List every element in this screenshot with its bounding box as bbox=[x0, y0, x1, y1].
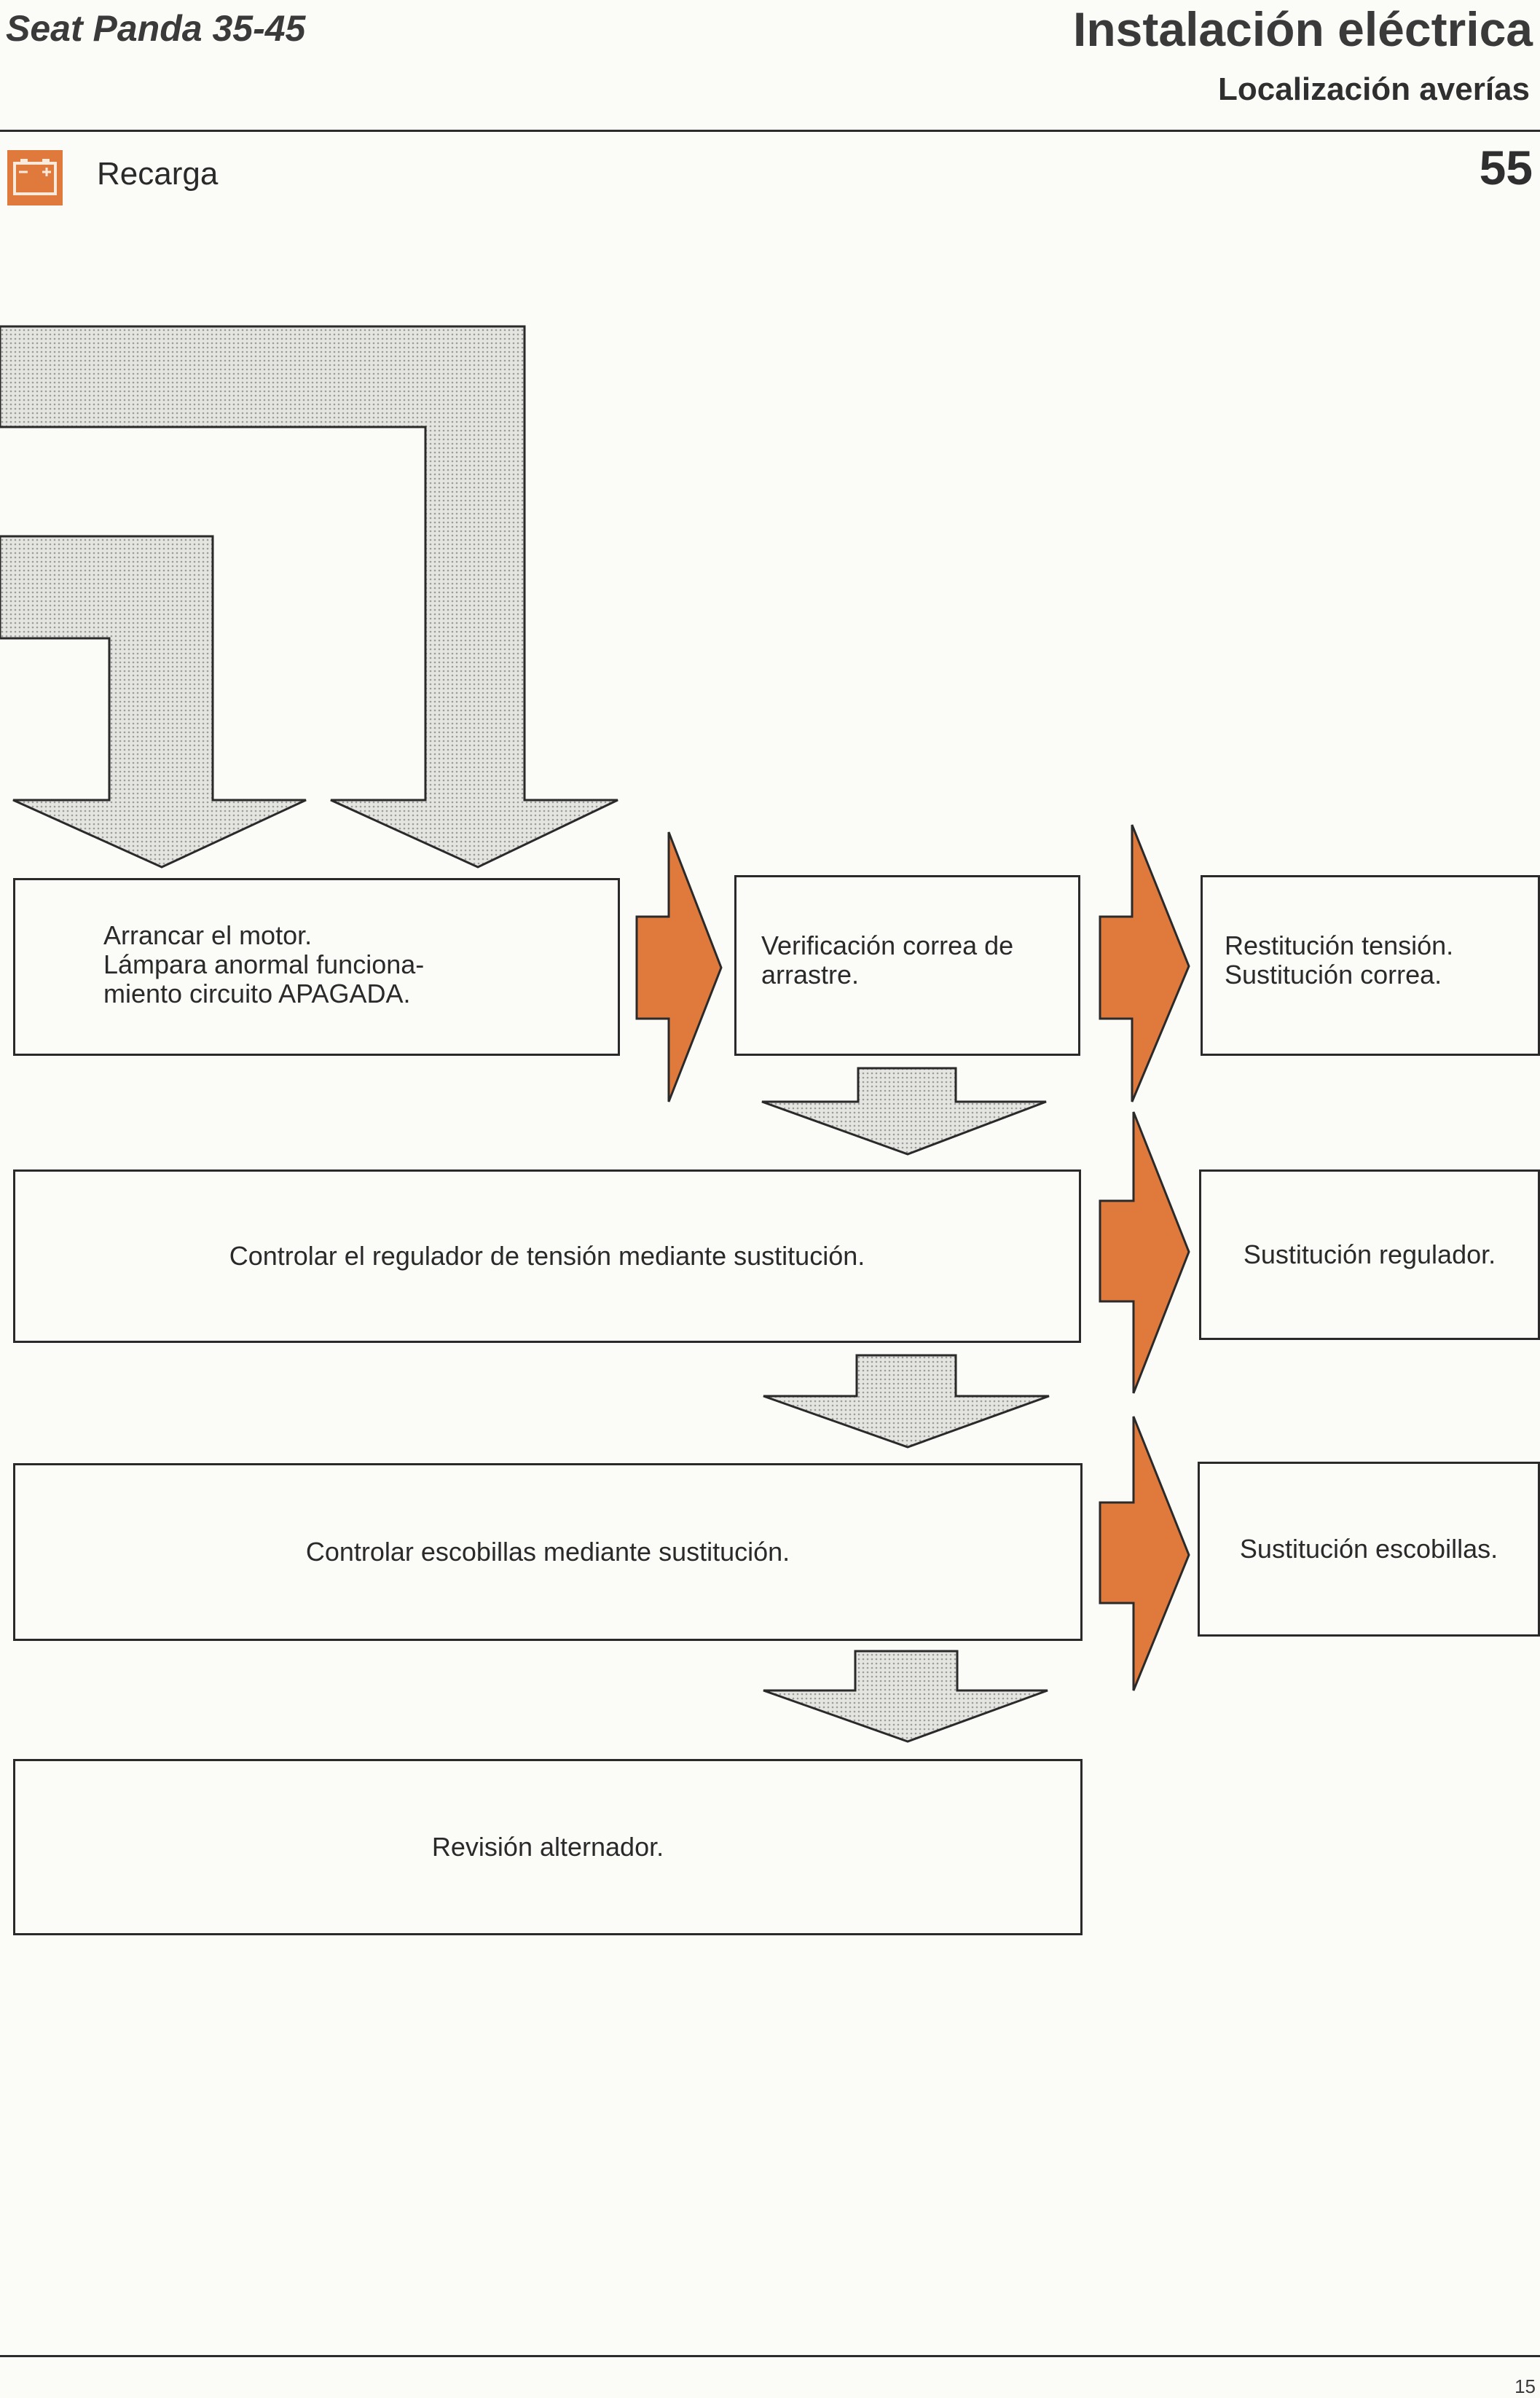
down-arrow-2 bbox=[763, 1354, 1050, 1449]
header-divider bbox=[0, 130, 1540, 132]
belt-check-box: Verificación correa de arrastre. bbox=[734, 875, 1080, 1056]
brushes-fix-text: Sustitución escobillas. bbox=[1239, 1534, 1498, 1564]
section-label: Recarga bbox=[97, 156, 219, 192]
regulator-fix-box: Sustitución regulador. bbox=[1199, 1169, 1540, 1340]
footer-divider bbox=[0, 2355, 1540, 2357]
belt-fix-box: Restitución tensión. Sustitución correa. bbox=[1201, 875, 1540, 1056]
down-arrow-3 bbox=[763, 1650, 1048, 1743]
brushes-check-text: Controlar escobillas mediante sustitució… bbox=[305, 1537, 790, 1567]
belt-fix-text: Restitución tensión. Sustitución correa. bbox=[1225, 930, 1454, 990]
brushes-fix-box: Sustitución escobillas. bbox=[1198, 1462, 1540, 1637]
document-model: Seat Panda 35-45 bbox=[6, 8, 306, 49]
document-subtitle: Localización averías bbox=[1218, 71, 1530, 107]
document-title: Instalación eléctrica bbox=[1073, 2, 1533, 56]
brushes-check-box: Controlar escobillas mediante sustitució… bbox=[13, 1463, 1083, 1641]
incoming-arrow-inner bbox=[0, 535, 307, 869]
arrow-brushes-to-fix bbox=[1099, 1416, 1190, 1691]
arrow-start-to-belt bbox=[635, 831, 723, 1102]
down-arrow-1 bbox=[761, 1067, 1047, 1156]
regulator-check-box: Controlar el regulador de tensión median… bbox=[13, 1169, 1081, 1343]
footer-page-number: 15 bbox=[1515, 2375, 1536, 2397]
alternator-text: Revisión alternador. bbox=[431, 1832, 664, 1862]
belt-check-text: Verificación correa de arrastre. bbox=[761, 930, 1014, 990]
arrow-belt-to-fix bbox=[1099, 824, 1190, 1102]
alternator-box: Revisión alternador. bbox=[13, 1759, 1083, 1935]
arrow-regulator-to-fix bbox=[1099, 1111, 1190, 1394]
section-page-number: 55 bbox=[1479, 141, 1533, 195]
incoming-arrow-outer bbox=[0, 325, 618, 869]
start-step-box: Arrancar el motor. Lámpara anormal funci… bbox=[13, 878, 620, 1056]
start-step-text: Arrancar el motor. Lámpara anormal funci… bbox=[103, 920, 425, 1008]
battery-icon bbox=[7, 150, 63, 205]
regulator-fix-text: Sustitución regulador. bbox=[1243, 1239, 1496, 1269]
regulator-check-text: Controlar el regulador de tensión median… bbox=[229, 1241, 865, 1271]
